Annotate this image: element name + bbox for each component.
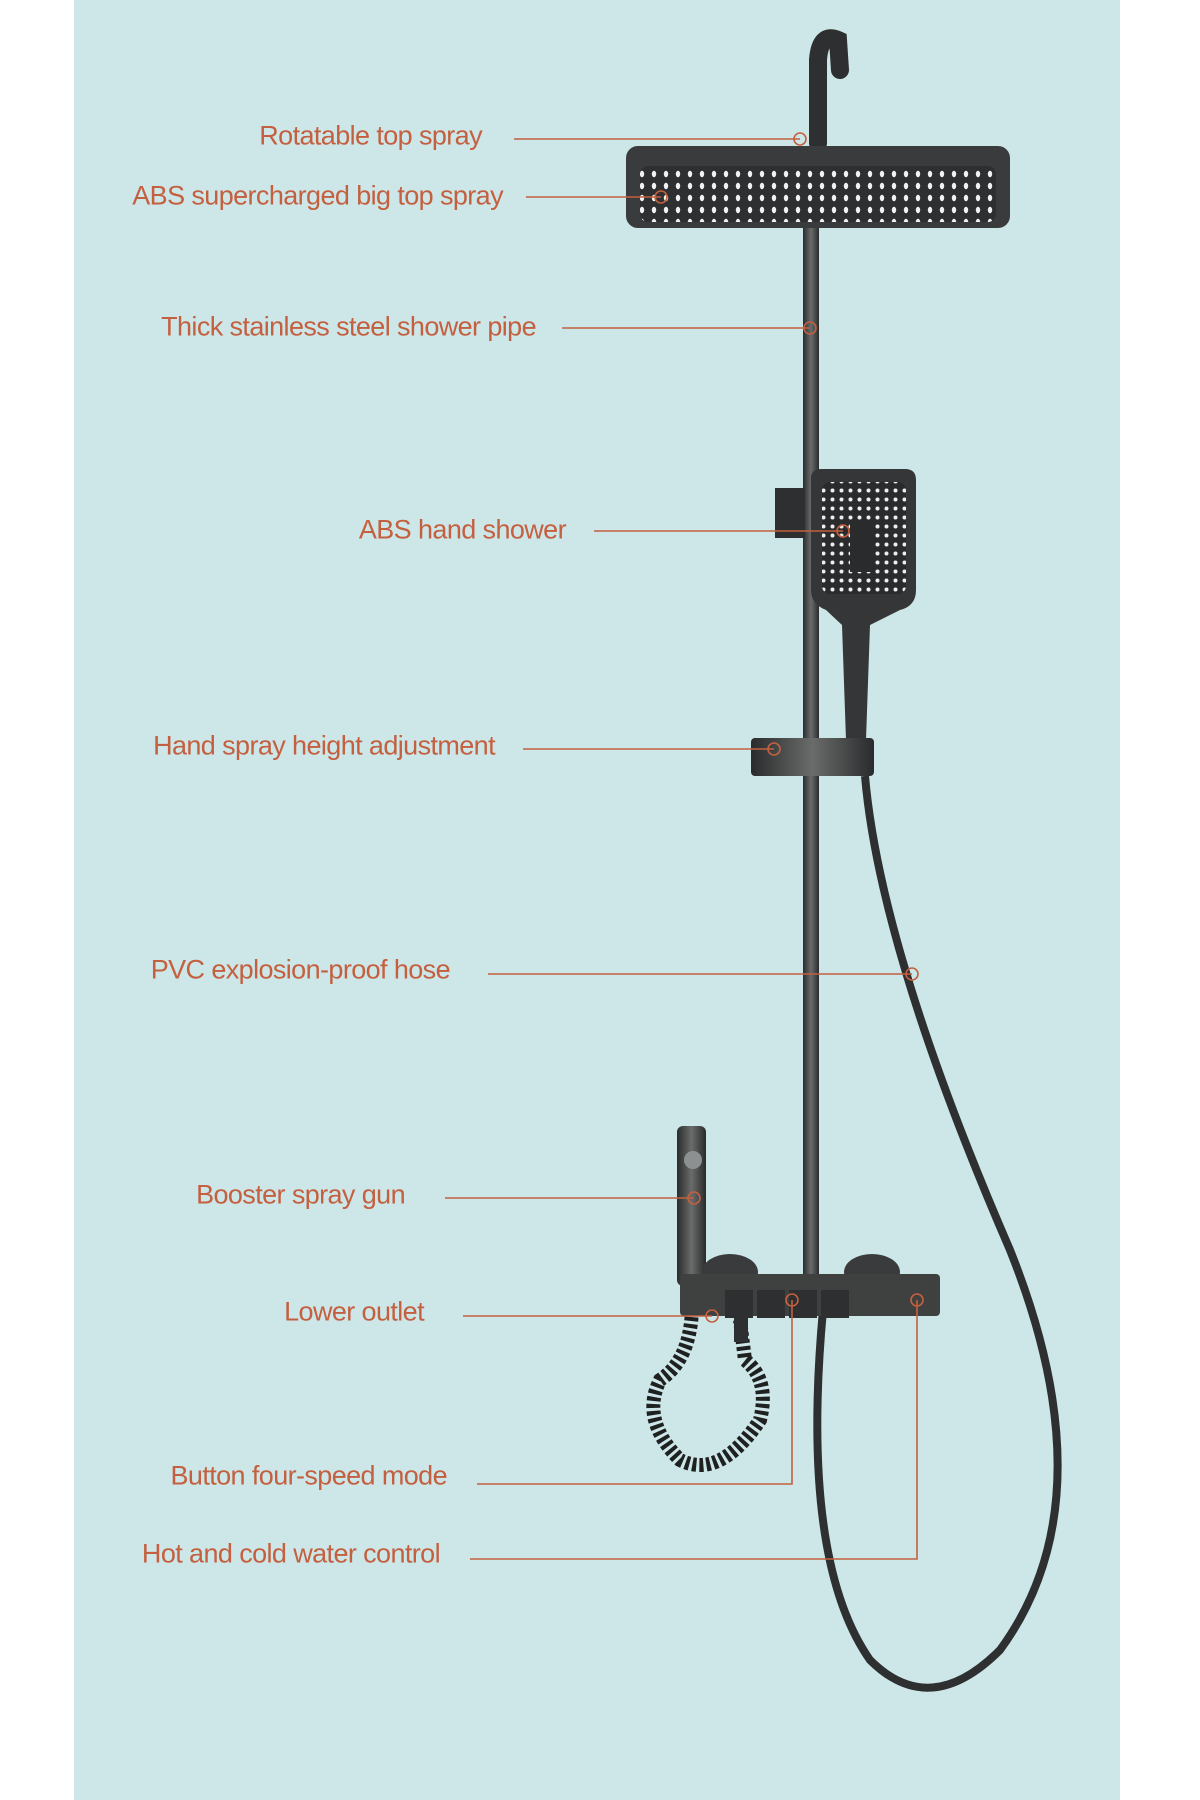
label-hose: PVC explosion-proof hose xyxy=(150,954,451,985)
label-rotatable-top-spray: Rotatable top spray xyxy=(259,120,482,151)
shower-arm xyxy=(809,29,849,152)
height-slider xyxy=(751,738,874,776)
label-booster-spray-gun: Booster spray gun xyxy=(196,1179,406,1210)
label-temperature-control: Hot and cold water control xyxy=(141,1538,441,1569)
shower-hose xyxy=(813,775,1062,1692)
label-shower-pipe: Thick stainless steel shower pipe xyxy=(161,311,536,342)
leader-lines xyxy=(445,138,918,1560)
background-panel xyxy=(74,0,1120,1800)
label-lower-outlet: Lower outlet xyxy=(284,1296,424,1327)
coil-hose xyxy=(646,1309,770,1472)
booster-spray-gun xyxy=(677,1126,706,1286)
label-height-adjustment: Hand spray height adjustment xyxy=(153,730,496,761)
label-big-top-spray: ABS supercharged big top spray xyxy=(132,180,503,211)
callout-markers xyxy=(654,132,924,1323)
label-button-mode: Button four-speed mode xyxy=(170,1460,448,1491)
label-hand-shower: ABS hand shower xyxy=(358,514,567,545)
